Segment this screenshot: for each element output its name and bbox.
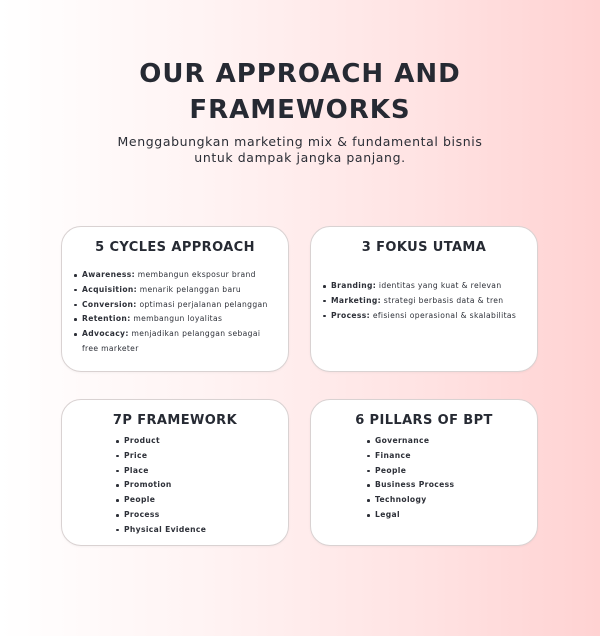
list-item: Advocacy: menjadikan pelanggan sebagai [74,327,286,342]
list-item: Process [116,508,286,523]
card-5-cycles-approach: 5 CYCLES APPROACH Awareness: membangun e… [61,226,289,372]
page-subtitle: Menggabungkan marketing mix & fundamenta… [60,134,540,166]
list-item: Promotion [116,478,286,493]
list-item: Marketing: strategi berbasis data & tren [323,294,537,309]
list-item: Acquisition: menarik pelanggan baru [74,283,286,298]
card-7p-framework: 7P FRAMEWORK Product Price Place Promoti… [61,399,289,546]
list-item: Physical Evidence [116,523,286,538]
card-list: Governance Finance People Business Proce… [367,434,537,523]
list-item: Retention: membangun loyalitas [74,312,286,327]
list-item: Finance [367,449,537,464]
card-title: 3 FOKUS UTAMA [361,240,487,255]
list-item-term: Advocacy: [82,329,129,339]
list-item-text: membangun loyalitas [130,314,223,324]
card-list: Product Price Place Promotion People Pro… [116,434,286,538]
list-item-text: free marketer [82,343,139,353]
list-item: Governance [367,434,537,449]
list-item-term: Acquisition: [82,284,138,294]
list-item-term: Awareness: [82,270,136,279]
list-item-text: menarik pelanggan baru [137,284,242,294]
list-item-term: Marketing: [331,295,382,305]
list-item-text: identitas yang kuat & relevan [376,281,502,290]
list-item-text: efisiensi operasional & skalabilitas [370,310,517,320]
list-item: Place [116,464,286,479]
list-item: Product [116,434,286,449]
list-item-text: strategi berbasis data & tren [381,295,504,305]
list-item: Awareness: membangun eksposur brand [74,268,286,283]
list-item-term: Branding: [331,281,377,290]
card-title: 6 PILLARS OF BPT [355,413,493,428]
page-subtitle-line-1: Menggabungkan marketing mix & fundamenta… [117,134,483,149]
card-title: 5 CYCLES APPROACH [95,240,255,255]
list-item: People [116,493,286,508]
page-title: OUR APPROACH AND FRAMEWORKS [0,56,600,128]
list-item: Process: efisiensi operasional & skalabi… [323,309,537,324]
list-item-text: optimasi perjalanan pelanggan [136,299,268,309]
card-list: Awareness: membangun eksposur brand Acqu… [74,268,286,357]
list-item: Price [116,449,286,464]
card-title: 7P FRAMEWORK [112,413,238,428]
page-title-line-1: OUR APPROACH AND [139,59,461,89]
list-item: Legal [367,508,537,523]
list-item-term: Conversion: [82,299,137,309]
list-item-text: menjadikan pelanggan sebagai [128,329,261,339]
list-item-text: membangun eksposur brand [135,270,256,279]
page-subtitle-line-2: untuk dampak jangka panjang. [194,150,406,165]
page-title-line-2: FRAMEWORKS [189,95,411,125]
list-item: Business Process [367,478,537,493]
list-item: People [367,464,537,479]
card-3-fokus-utama: 3 FOKUS UTAMA Branding: identitas yang k… [310,226,538,372]
list-item: Branding: identitas yang kuat & relevan [323,279,537,294]
card-list: Branding: identitas yang kuat & relevan … [323,279,537,323]
card-6-pillars-of-bpt: 6 PILLARS OF BPT Governance Finance Peop… [310,399,538,546]
list-item: Technology [367,493,537,508]
list-item-continuation: free marketer [74,342,286,357]
list-item-term: Process: [331,310,371,320]
list-item-term: Retention: [82,314,131,324]
list-item: Conversion: optimasi perjalanan pelangga… [74,298,286,313]
